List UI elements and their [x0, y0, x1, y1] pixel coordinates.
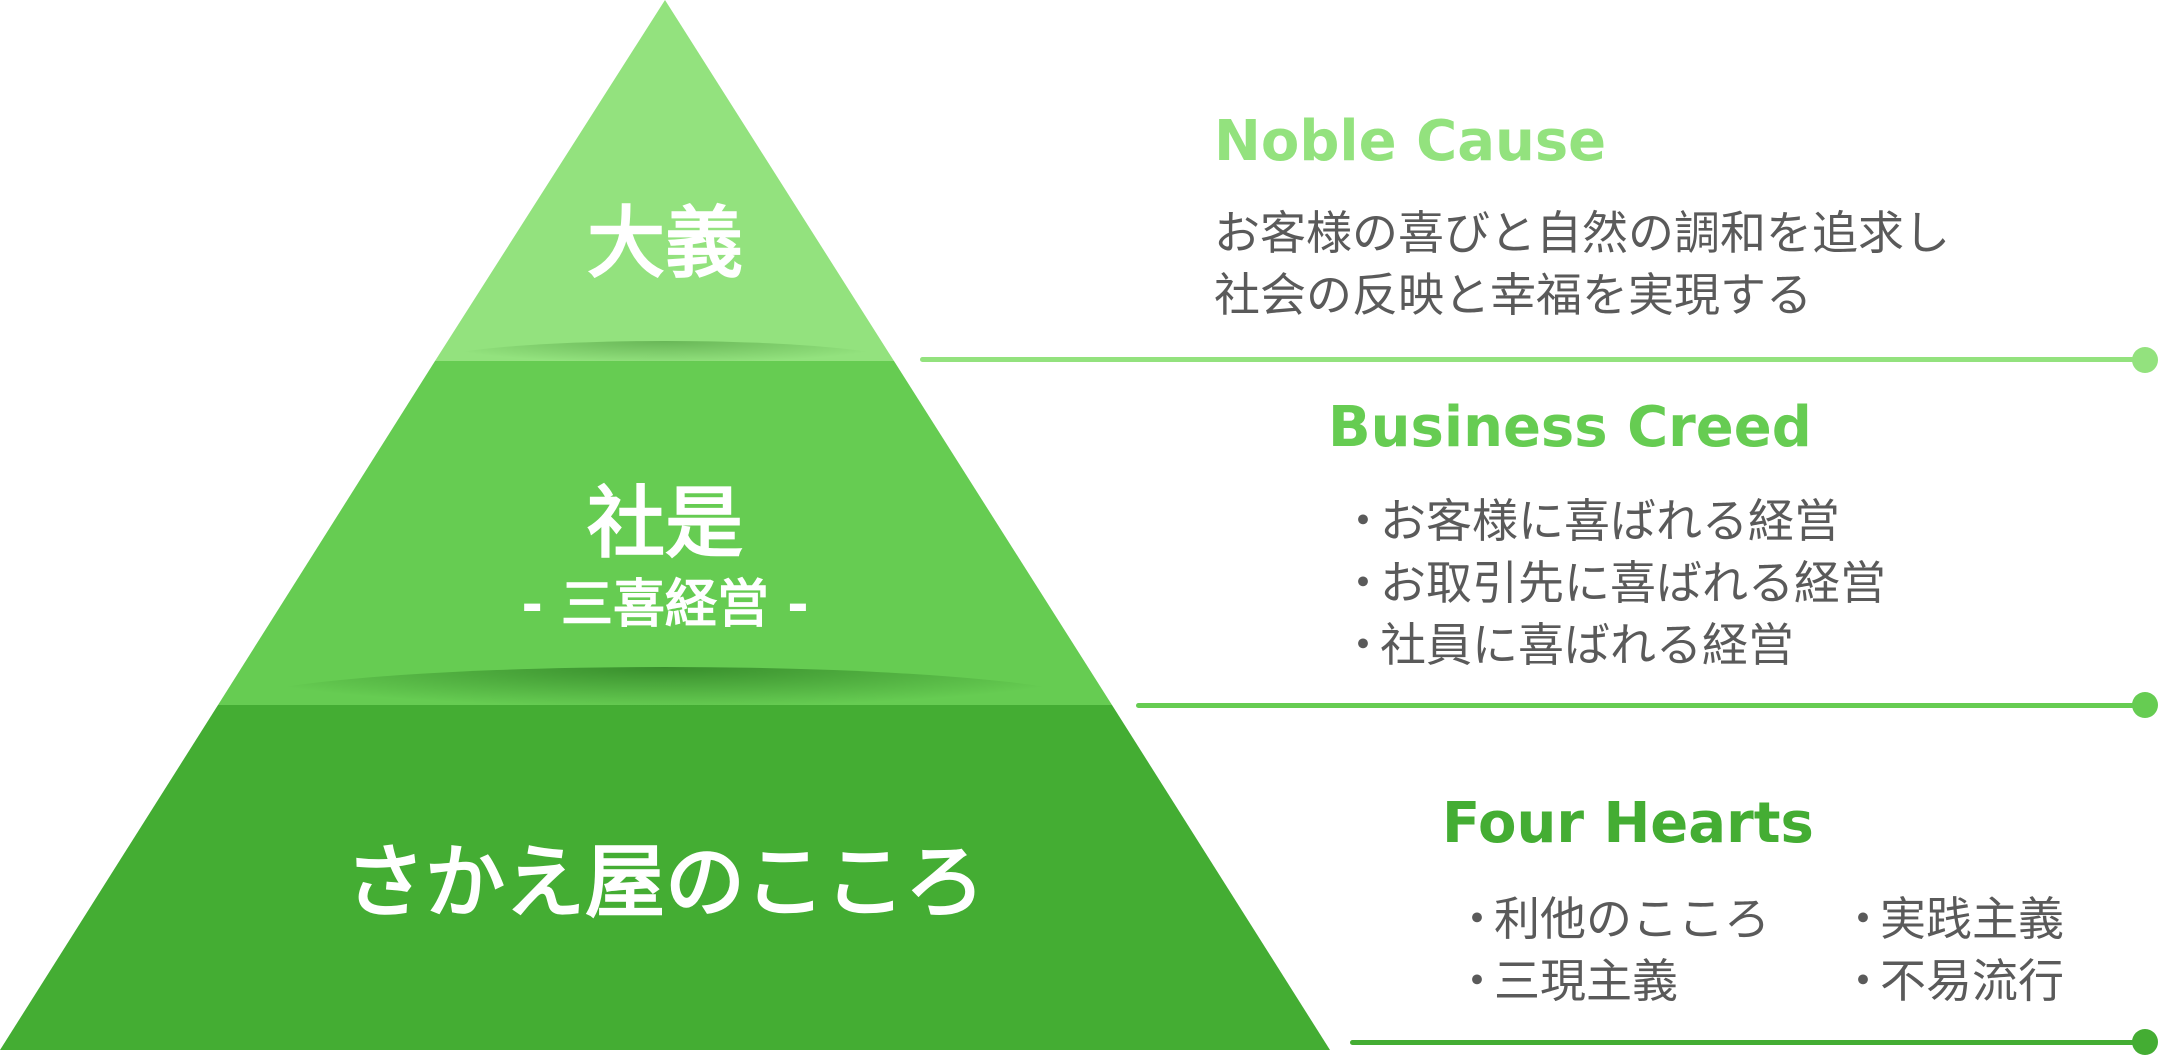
four-hearts-item-4: 不易流行 [1880, 954, 2064, 1008]
four-hearts-connector-dot [2132, 1029, 2158, 1055]
tier-1-label: 大義 [587, 199, 743, 289]
list-item: ・実践主義 [1840, 888, 2064, 950]
four-hearts-item-3: 三現主義 [1494, 954, 1678, 1008]
bullet-mark: ・ [1840, 954, 1886, 1008]
tier-3-label: さかえ屋のこころ [345, 836, 985, 929]
tier-2-bottom-shadow [225, 667, 1105, 747]
business-creed-list: ・お客様に喜ばれる経営 ・お取引先に喜ばれる経営 ・社員に喜ばれる経営 [1340, 490, 1886, 676]
four-hearts-item-2: 実践主義 [1880, 892, 2064, 946]
business-creed-item-2: お取引先に喜ばれる経営 [1380, 556, 1886, 610]
tier-2-sublabel: - 三喜経営 - [521, 575, 808, 635]
noble-cause-line-2: 社会の反映と幸福を実現する [1214, 268, 1812, 322]
list-item: ・お客様に喜ばれる経営 [1340, 490, 1886, 552]
business-creed-item-1: お客様に喜ばれる経営 [1380, 494, 1840, 548]
business-creed-item-3: 社員に喜ばれる経営 [1380, 618, 1794, 672]
list-item: ・利他のこころ [1454, 888, 1770, 950]
business-creed-connector-dot [2132, 692, 2158, 718]
tier-1-bottom-shadow [430, 341, 900, 385]
list-item: ・不易流行 [1840, 950, 2064, 1012]
pyramid-tier-1 [435, 0, 894, 361]
four-hearts-heading: Four Hearts [1442, 791, 1814, 856]
bullet-mark: ・ [1340, 618, 1386, 672]
noble-cause-line-1: お客様の喜びと自然の調和を追求し [1214, 206, 1950, 260]
noble-cause-connector-line [920, 357, 2140, 362]
list-item: ・三現主義 [1454, 950, 1770, 1012]
pyramid-tier-3 [0, 705, 1330, 1050]
list-item: ・社員に喜ばれる経営 [1340, 614, 1886, 676]
four-hearts-connector-line [1350, 1040, 2140, 1045]
pyramid-tier-2 [218, 361, 1112, 705]
noble-cause-text: お客様の喜びと自然の調和を追求し 社会の反映と幸福を実現する [1214, 202, 1950, 326]
four-hearts-item-1: 利他のこころ [1494, 892, 1770, 946]
business-creed-heading: Business Creed [1328, 395, 1812, 460]
bullet-mark: ・ [1454, 954, 1500, 1008]
bullet-mark: ・ [1840, 892, 1886, 946]
four-hearts-list: ・利他のこころ ・実践主義 ・三現主義 ・不易流行 [1454, 888, 2064, 1012]
bullet-mark: ・ [1340, 494, 1386, 548]
noble-cause-connector-dot [2132, 347, 2158, 373]
noble-cause-heading: Noble Cause [1214, 109, 1607, 174]
bullet-mark: ・ [1340, 556, 1386, 610]
tier-2-label: 社是 [587, 479, 743, 569]
bullet-mark: ・ [1454, 892, 1500, 946]
list-item: ・お取引先に喜ばれる経営 [1340, 552, 1886, 614]
pyramid-diagram: 大義 社是 - 三喜経営 - さかえ屋のこころ [0, 0, 1330, 1050]
business-creed-connector-line [1136, 703, 2140, 708]
